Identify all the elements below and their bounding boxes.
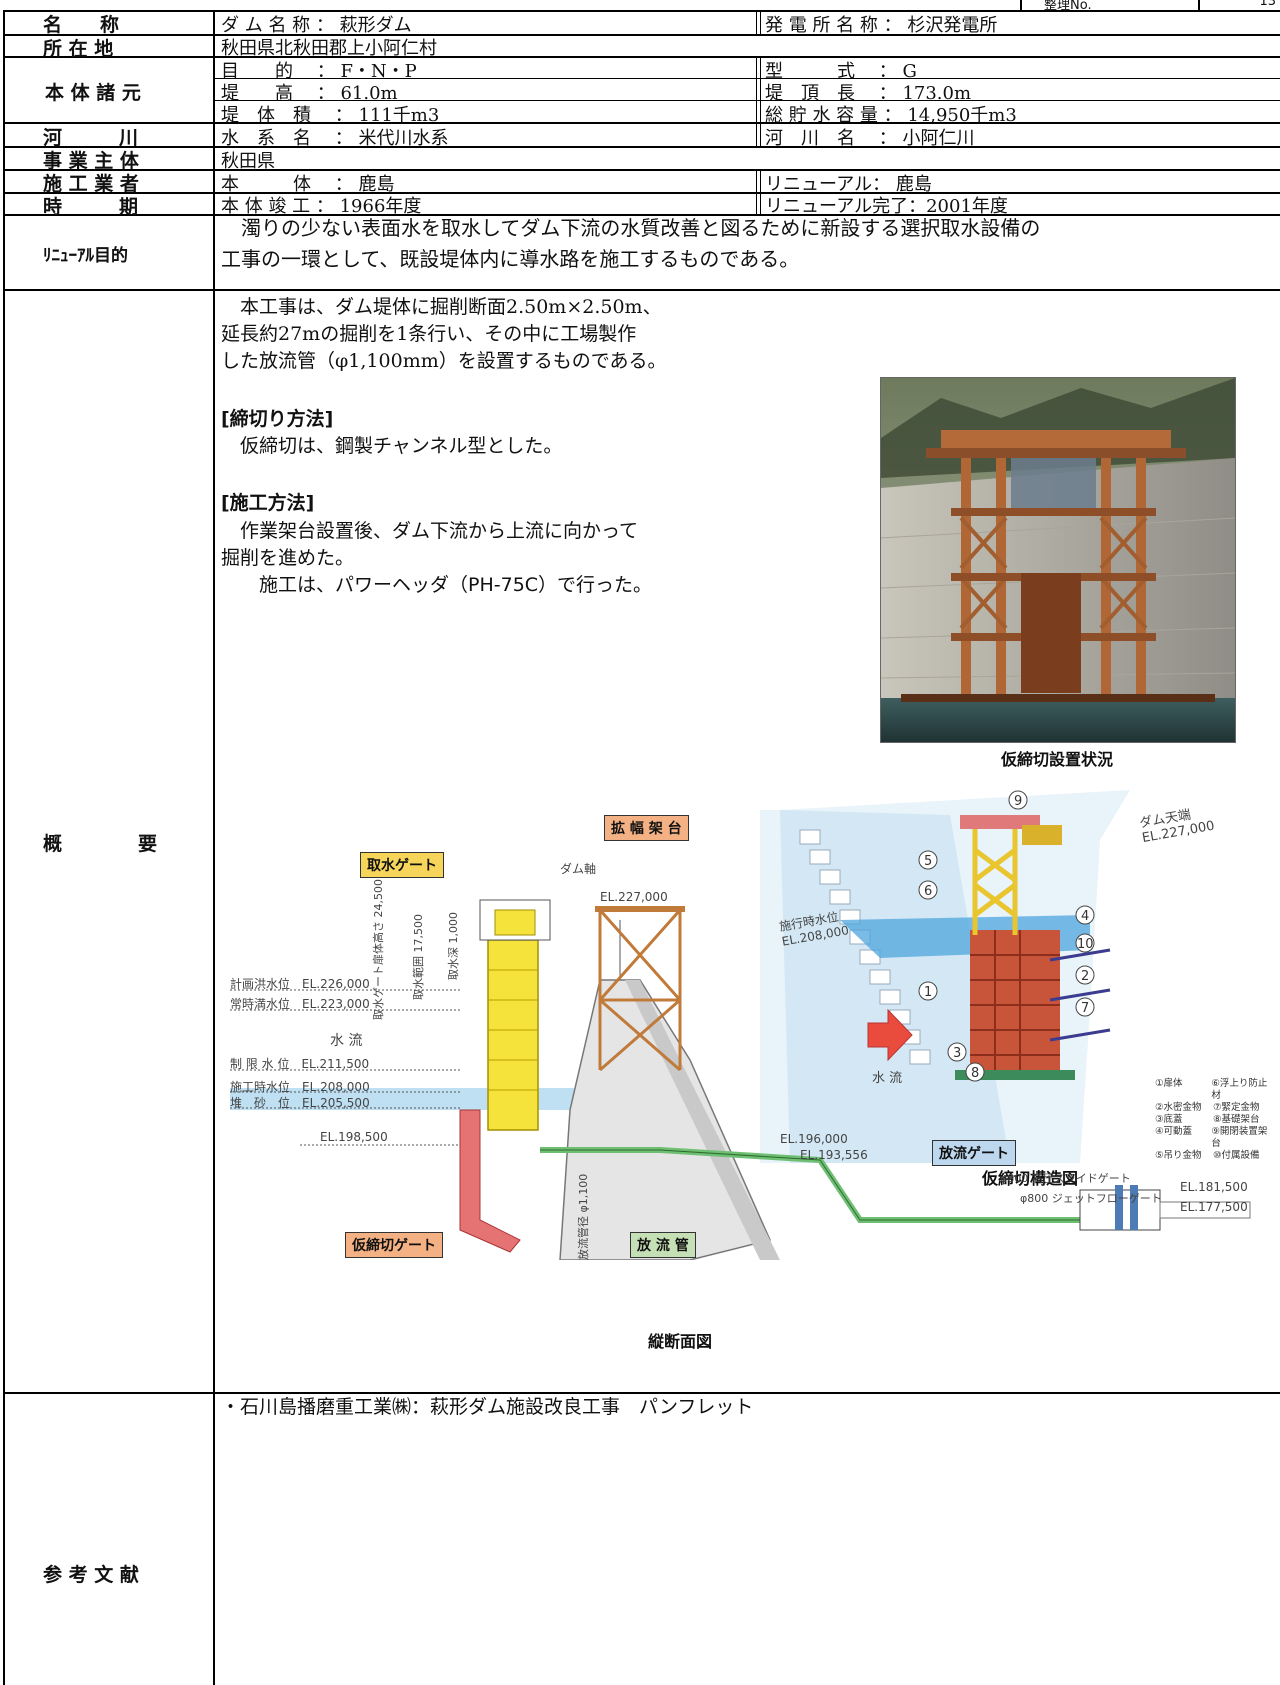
svg-text:7: 7 (1081, 1001, 1089, 1016)
row-label-location: 所 在 地 (43, 38, 114, 60)
summary-p1: 本工事は、ダム堤体に掘削断面2.50m×2.50m、 (221, 296, 662, 318)
row-label-specs: 本 体 諸 元 (45, 82, 141, 104)
svg-text:1: 1 (924, 985, 932, 1000)
longitudinal-section-diagram: 取水ゲート 拡 幅 架 台 仮締切ゲート 放 流 管 放流ゲート 計画洪水位 E… (220, 815, 1275, 1261)
page-id-value: 13 (1198, 0, 1280, 10)
reference-item-1: ・石川島播磨重工業㈱：萩形ダム施設改良工事 パンフレット (221, 1396, 754, 1418)
cutaway-flow-label: 水 流 (872, 1071, 903, 1086)
spec-type: 型 式 ： G (765, 61, 917, 82)
section-caption: 縦断面図 (647, 1332, 712, 1351)
depth-label: 取水深 1,000 (447, 912, 460, 980)
spec-storage: 総 貯 水 容 量 ： 14,950千m3 (765, 105, 1017, 126)
photo-caption: 仮締切設置状況 (1000, 750, 1113, 769)
renewal-purpose-line2: 工事の一環として、既設堤体内に導水路を施工するものである。 (221, 247, 800, 271)
row-label-owner: 事 業 主 体 (43, 150, 139, 172)
row-label-renewal-purpose: ﾘﾆｭｰｱﾙ目的 (43, 246, 128, 266)
period-renewal: リニューアル完了：2001年度 (765, 196, 1008, 217)
jet-gate-label: φ800 ジェットフローゲート (1020, 1192, 1162, 1205)
summary-p7: 施工は、パワーヘッダ（PH-75C）で行った。 (221, 574, 653, 596)
level-limit: 制 限 水 位 EL.211,500 (230, 1057, 370, 1071)
contractor-renewal: リニューアル： 鹿島 (765, 174, 932, 195)
page-id-label: 整理No. (1044, 0, 1092, 12)
flow-label: 水 流 (330, 1033, 363, 1049)
owner-value: 秋田県 (221, 151, 275, 172)
summary-p5: 作業架台設置後、ダム下流から上流に向かって (221, 520, 639, 542)
svg-text:2: 2 (1081, 969, 1089, 984)
col-divider (756, 12, 761, 34)
level-bottom: EL.198,500 (320, 1130, 388, 1144)
summary-p6: 掘削を進めた。 (221, 547, 355, 569)
cofferdam-gate-tag: 仮締切ゲート (345, 1232, 443, 1258)
col-divider (756, 124, 761, 146)
widening-frame-tag: 拡 幅 架 台 (604, 815, 689, 841)
svg-text:4: 4 (1081, 909, 1089, 924)
plant-name: 発 電 所 名 称 ： 杉沢発電所 (765, 15, 998, 36)
summary-p3: した放流管（φ1,100mm）を設置するものである。 (221, 350, 667, 372)
outlet-pipe-tag: 放 流 管 (630, 1232, 696, 1258)
cutaway-caption: 仮締切構造図 (981, 1169, 1078, 1188)
gate-height-label: 取水ゲート扉体高さ 24,500 (372, 879, 385, 1020)
svg-text:3: 3 (953, 1046, 961, 1061)
dam-name: ダ ム 名 称 ： 萩形ダム (221, 15, 412, 36)
row-label-name: 名 称 (43, 14, 120, 36)
level-down2: EL.177,500 (1180, 1200, 1248, 1214)
location-value: 秋田県北秋田郡上小阿仁村 (221, 38, 437, 59)
range-label: 取水範囲 17,500 (412, 914, 425, 1000)
col-divider (756, 57, 761, 122)
level-normal-full: 常時満水位 EL.223,000 (230, 997, 370, 1011)
dam-axis-label: ダム軸 (560, 862, 597, 876)
level-sediment: 堆 砂 位 EL.205,500 (230, 1096, 370, 1110)
level-outlet2: EL.193,556 (800, 1148, 868, 1162)
spec-sheet-table: 名 称 ダ ム 名 称 ： 萩形ダム 発 電 所 名 称 ： 杉沢発電所 所 在… (3, 10, 1280, 1685)
spec-volume: 堤 体 積 ： 111千m3 (221, 105, 440, 126)
row-label-river: 河 川 (43, 127, 139, 149)
heading-cofferdam: [締切り方法] (221, 408, 334, 430)
summary-p4: 仮締切は、鋼製チャンネル型とした。 (221, 435, 563, 457)
level-plan-flood: 計画洪水位 EL.226,000 (230, 977, 370, 991)
svg-text:8: 8 (971, 1066, 979, 1081)
row-label-references: 参 考 文 献 (43, 1564, 139, 1586)
cofferdam-photo (880, 377, 1236, 743)
level-construction: 施工時水位 EL.208,000 (230, 1080, 370, 1094)
row-label-summary: 概 要 (43, 833, 158, 855)
svg-text:6: 6 (924, 884, 932, 899)
summary-p2: 延長約27mの掘削を1条行い、その中に工場製作 (221, 323, 637, 345)
row-label-period: 時 期 (43, 196, 139, 218)
label-column-divider (213, 12, 215, 1685)
level-outlet1: EL.196,000 (780, 1132, 848, 1146)
level-down1: EL.181,500 (1180, 1180, 1248, 1194)
contractor-body: 本 体 ： 鹿島 (221, 174, 395, 195)
svg-text:10: 10 (1077, 937, 1094, 952)
level-crest: EL.227,000 (600, 890, 668, 904)
heading-method: [施工方法] (221, 492, 315, 514)
river-name: 河 川 名 ： 小阿仁川 (765, 128, 975, 149)
period-body: 本 体 竣 工 ： 1966年度 (221, 196, 422, 217)
discharge-gate-tag: 放流ゲート (932, 1140, 1016, 1166)
row-label-contractor: 施 工 業 者 (43, 173, 139, 195)
spec-crest-length: 堤 頂 長 ： 173.0m (765, 83, 972, 104)
pipe-dia-label: 放流管径 φ1,100 (577, 1173, 590, 1260)
renewal-purpose-line1: 濁りの少ない表面水を取水してダム下流の水質改善と図るために新設する選択取水設備の (221, 216, 1041, 240)
svg-text:5: 5 (924, 854, 932, 869)
hp-gate-label: φ800 高圧スライドゲート (1000, 1172, 1131, 1185)
spec-purpose: 目 的 ： F・N・P (221, 61, 417, 82)
spec-height: 堤 高 ： 61.0m (221, 83, 398, 104)
intake-gate-tag: 取水ゲート (360, 852, 444, 878)
svg-text:9: 9 (1014, 794, 1022, 809)
river-system: 水 系 名 ： 米代川水系 (221, 128, 449, 149)
